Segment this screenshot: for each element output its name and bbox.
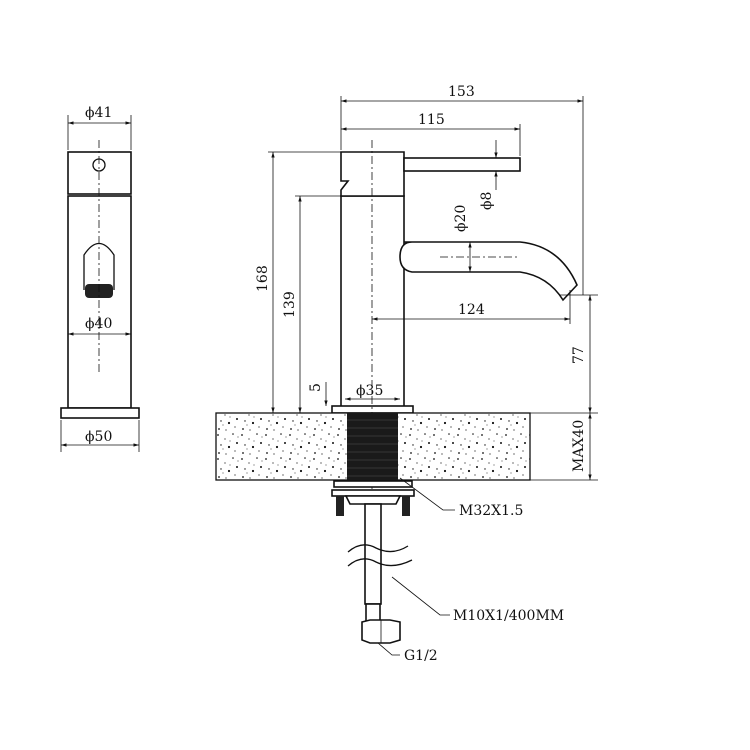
dim-spout-clearance: 77 [571,346,587,364]
spout [399,241,578,302]
hose [364,503,382,605]
side-view: ϕ41 ϕ40 ϕ50 [60,105,140,452]
dim-side-base-diameter: ϕ50 [85,429,112,445]
dim-spout-diameter: ϕ20 [453,205,469,232]
dim-flange-diameter: ϕ35 [356,383,383,399]
dim-flange-thickness: 5 [308,383,324,392]
dim-max-counter-thickness: MAX40 [571,420,587,472]
faucet-body [340,195,405,409]
dim-overall-height: 168 [255,265,271,292]
dim-side-body-diameter: ϕ40 [85,316,112,332]
handle-cap [340,151,405,197]
dim-spout-base-height: 139 [282,291,298,318]
callout-inlet: G1/2 [404,648,438,664]
lever [403,157,521,172]
flange [331,405,414,414]
front-view: 153 115 168 139 ϕ20 ϕ8 124 77 5 ϕ35 MAX4… [215,84,598,664]
dim-side-top-diameter: ϕ41 [85,105,112,121]
dim-spout-reach: 124 [458,302,485,318]
dim-handle-length: 115 [418,112,445,128]
dim-overall-reach: 153 [448,84,475,100]
callout-hose: M10X1/400MM [453,608,564,624]
mounting-thread [347,413,398,480]
dim-handle-diameter: ϕ8 [479,192,495,210]
callout-mount-thread: M32X1.5 [459,503,523,519]
